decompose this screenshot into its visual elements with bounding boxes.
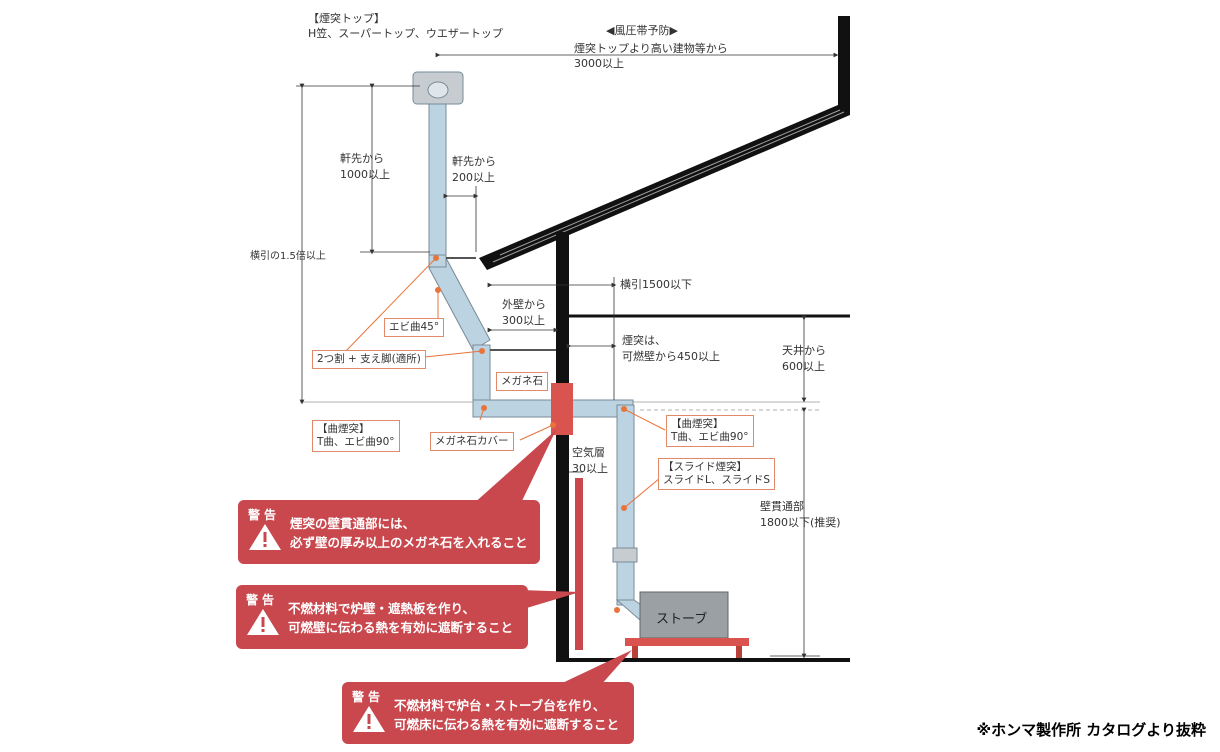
bent-right-types: T曲、エビ曲90° <box>671 431 749 443</box>
roof <box>479 16 850 270</box>
slide-types: スライドL、スライドS <box>663 474 771 486</box>
warning-wall: 警告 不燃材料で炉壁・遮熱板を作り、 可燃壁に伝わる熱を有効に遮断すること <box>236 585 528 649</box>
chimney-pipe <box>412 71 662 621</box>
warning-icon <box>249 524 281 550</box>
warning-line2: 必ず壁の厚み以上のメガネ石を入れること <box>290 535 528 550</box>
horiz-15-label: 横引の1.5倍以上 <box>250 251 326 262</box>
warning-line1: 不燃材料で炉台・ストーブ台を作り、 <box>394 698 606 713</box>
split-box: 2つ割 + 支え脚(適所) <box>312 350 426 369</box>
slide-title: 【スライド煙突】 <box>663 461 747 473</box>
megane-cover-box: メガネ石カバー <box>430 432 514 451</box>
source-credit: ※ホンマ製作所 カタログより抜粋 <box>976 721 1206 739</box>
combust-a: 煙突は、 <box>622 334 666 347</box>
combust-b: 可燃壁から450以上 <box>622 350 720 363</box>
ceiling-a: 天井から <box>782 344 826 357</box>
megane-box: メガネ石 <box>496 372 548 391</box>
wall-pass-b: 1800以下(推奨) <box>760 516 841 529</box>
slide-box: 【スライド煙突】 スライドL、スライドS <box>658 458 776 490</box>
stove-label: ストーブ <box>656 612 708 627</box>
wind-note-1: 煙突トップより高い建物等から <box>574 42 728 55</box>
warning-line1: 不燃材料で炉壁・遮熱板を作り、 <box>288 601 476 616</box>
eaves-200-a: 軒先から <box>452 155 496 168</box>
stove <box>625 591 749 658</box>
bent-left-box: 【曲煙突】 T曲、エビ曲90° <box>312 420 400 452</box>
eaves-1000-b: 1000以上 <box>340 168 390 181</box>
warning-title: 警告 <box>352 690 385 704</box>
bent-left-types: T曲、エビ曲90° <box>317 436 395 448</box>
bent-right-box: 【曲煙突】 T曲、エビ曲90° <box>666 415 754 447</box>
warning-line2: 可燃壁に伝わる熱を有効に遮断すること <box>288 620 514 635</box>
bent-right-title: 【曲煙突】 <box>671 418 724 430</box>
eaves-200-b: 200以上 <box>452 171 495 184</box>
warning-line2: 可燃床に伝わる熱を有効に遮断すること <box>394 717 620 732</box>
dimension-lines <box>296 52 839 659</box>
warning-icon <box>247 609 279 635</box>
air-a: 空気層 <box>572 446 605 459</box>
ebi45-box: エビ曲45° <box>384 318 445 337</box>
eaves-1000-a: 軒先から <box>340 152 384 165</box>
warning-floor: 警告 不燃材料で炉台・ストーブ台を作り、 可燃床に伝わる熱を有効に遮断すること <box>342 682 634 744</box>
warning-title: 警告 <box>248 508 281 522</box>
megane-stone <box>551 383 573 435</box>
warning-title: 警告 <box>246 593 279 607</box>
air-b: 30以上 <box>572 462 608 475</box>
top-title: 【煙突トップ】 <box>308 12 385 25</box>
wall-pass-a: 壁貫通部 <box>760 500 804 513</box>
warning-icon <box>353 706 385 732</box>
horiz-1500-label: 横引1500以下 <box>620 278 692 291</box>
ext-wall-b: 300以上 <box>502 314 545 327</box>
top-types: H笠、スーパートップ、ウエザートップ <box>308 27 503 40</box>
warning-megane: 警告 煙突の壁貫通部には、 必ず壁の厚み以上のメガネ石を入れること <box>238 500 540 564</box>
wind-note-2: 3000以上 <box>574 57 624 70</box>
wind-zone-label: ◀風圧帯予防▶ <box>606 24 678 37</box>
ceiling-b: 600以上 <box>782 360 825 373</box>
bent-left-title: 【曲煙突】 <box>317 423 370 435</box>
ext-wall-a: 外壁から <box>502 298 546 311</box>
fireproof-wall <box>575 478 583 650</box>
warning-line1: 煙突の壁貫通部には、 <box>290 516 416 531</box>
